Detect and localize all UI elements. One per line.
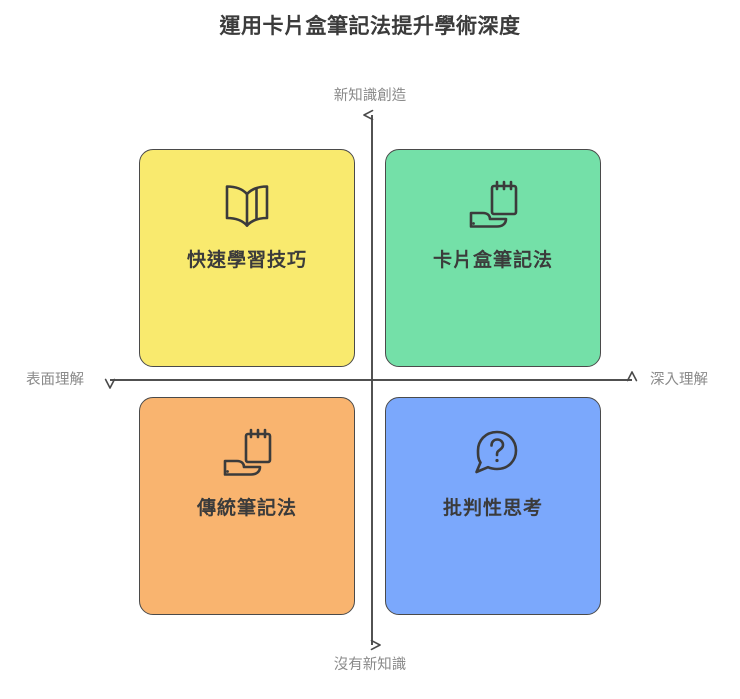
notepad-pen-icon [469, 180, 518, 228]
axis-label-right: 深入理解 [650, 372, 708, 388]
axis-label-bottom: 沒有新知識 [333, 657, 407, 673]
quadrant-card-top-right[interactable]: 卡片盒筆記法 [385, 149, 601, 367]
quadrant-card-bottom-right[interactable]: 批判性思考 [385, 397, 601, 615]
quadrant-label-bottom-right: 批判性思考 [442, 498, 543, 519]
axis-label-left: 表面理解 [26, 372, 84, 388]
quadrant-card-bottom-left[interactable]: 傳統筆記法 [139, 397, 355, 615]
notepad-pen-icon [223, 428, 272, 476]
page-title: 運用卡片盒筆記法提升學術深度 [219, 15, 521, 38]
quadrant-label-bottom-left: 傳統筆記法 [196, 498, 297, 519]
quadrant-card-top-left[interactable]: 快速學習技巧 [139, 149, 355, 367]
axis-label-top: 新知識創造 [333, 88, 407, 104]
quadrant-label-top-right: 卡片盒筆記法 [432, 250, 553, 271]
question-bubble-icon [475, 430, 518, 474]
open-book-icon [225, 185, 269, 227]
quadrant-label-top-left: 快速學習技巧 [186, 250, 307, 271]
